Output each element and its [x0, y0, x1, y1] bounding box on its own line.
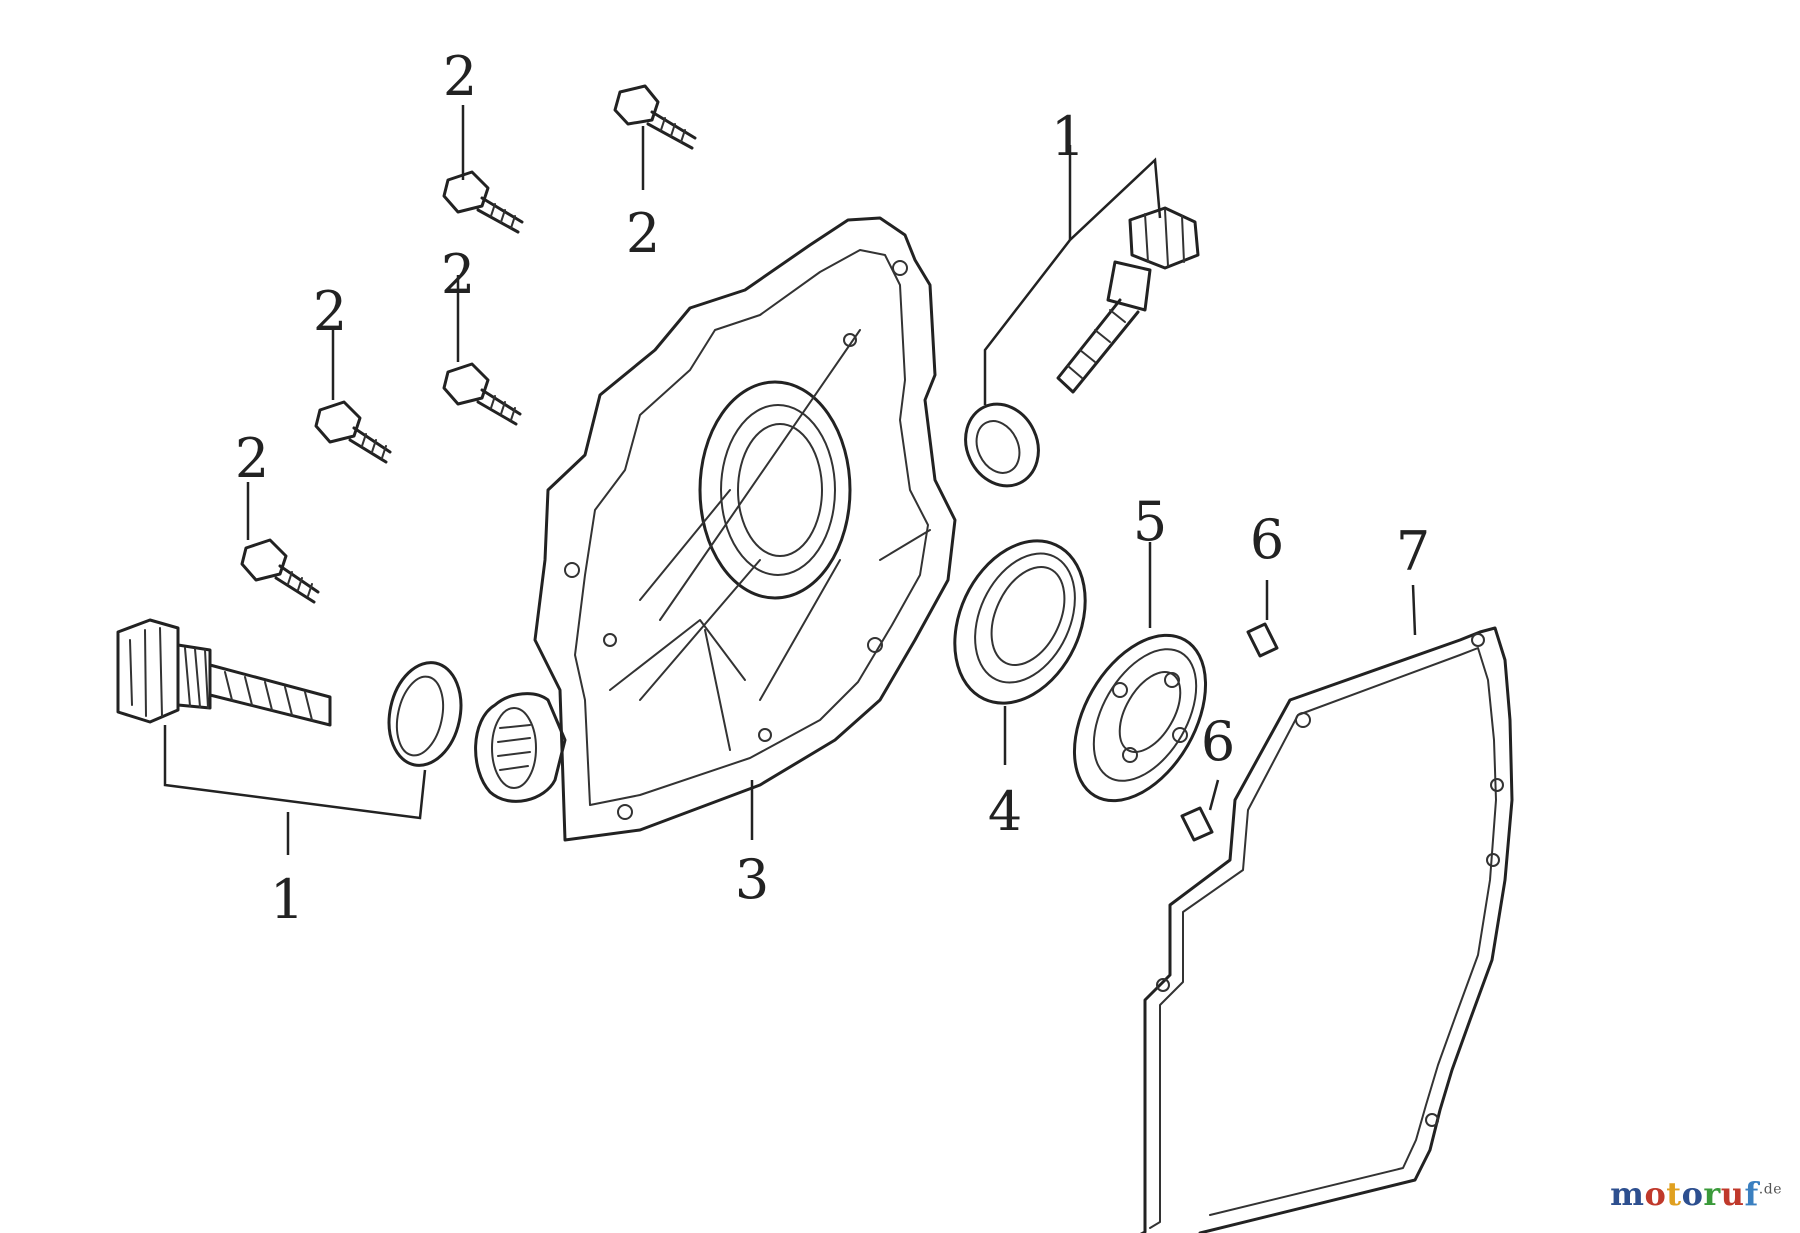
ball-bearing	[1072, 633, 1208, 803]
callout-7: 7	[1396, 520, 1430, 583]
callout-2: 2	[443, 45, 477, 108]
crankcase-cover	[474, 216, 957, 842]
callout-1: 1	[270, 868, 304, 931]
watermark-letter: f	[1744, 1175, 1759, 1213]
callout-2: 2	[441, 243, 475, 306]
watermark-suffix: .de	[1758, 1181, 1782, 1198]
flange-bolt	[240, 538, 320, 604]
oil-dipstick-left	[116, 618, 332, 727]
callout-3: 3	[735, 848, 769, 911]
o-ring-right	[964, 402, 1040, 488]
watermark-letter: o	[1681, 1175, 1704, 1213]
watermark-text: motoruf	[1610, 1175, 1759, 1213]
oil-dipstick-right	[1056, 206, 1200, 394]
callout-1: 1	[1051, 105, 1085, 168]
crankcase-gasket	[1139, 626, 1514, 1233]
watermark-letter: t	[1666, 1175, 1682, 1213]
callout-6: 6	[1201, 710, 1235, 773]
callout-2: 2	[313, 280, 347, 343]
callout-6: 6	[1250, 508, 1284, 571]
watermark-letter: r	[1703, 1175, 1721, 1213]
watermark-letter: o	[1644, 1175, 1667, 1213]
flange-bolt	[442, 170, 524, 234]
callout-2: 2	[235, 427, 269, 490]
callout-5: 5	[1133, 490, 1167, 553]
o-ring-left	[387, 661, 463, 767]
flange-bolt	[613, 84, 697, 150]
oil-seal	[953, 539, 1087, 705]
flange-bolt	[314, 400, 392, 464]
dowel-pin	[1246, 622, 1279, 658]
watermark-logo: motoruf.de	[1610, 1175, 1782, 1213]
dowel-pin	[1180, 806, 1214, 842]
watermark-letter: m	[1610, 1175, 1645, 1213]
callout-2: 2	[626, 202, 660, 265]
callout-4: 4	[988, 780, 1022, 843]
leader-lines	[163, 105, 1417, 855]
flange-bolt	[442, 362, 522, 426]
watermark-letter: u	[1720, 1175, 1745, 1213]
